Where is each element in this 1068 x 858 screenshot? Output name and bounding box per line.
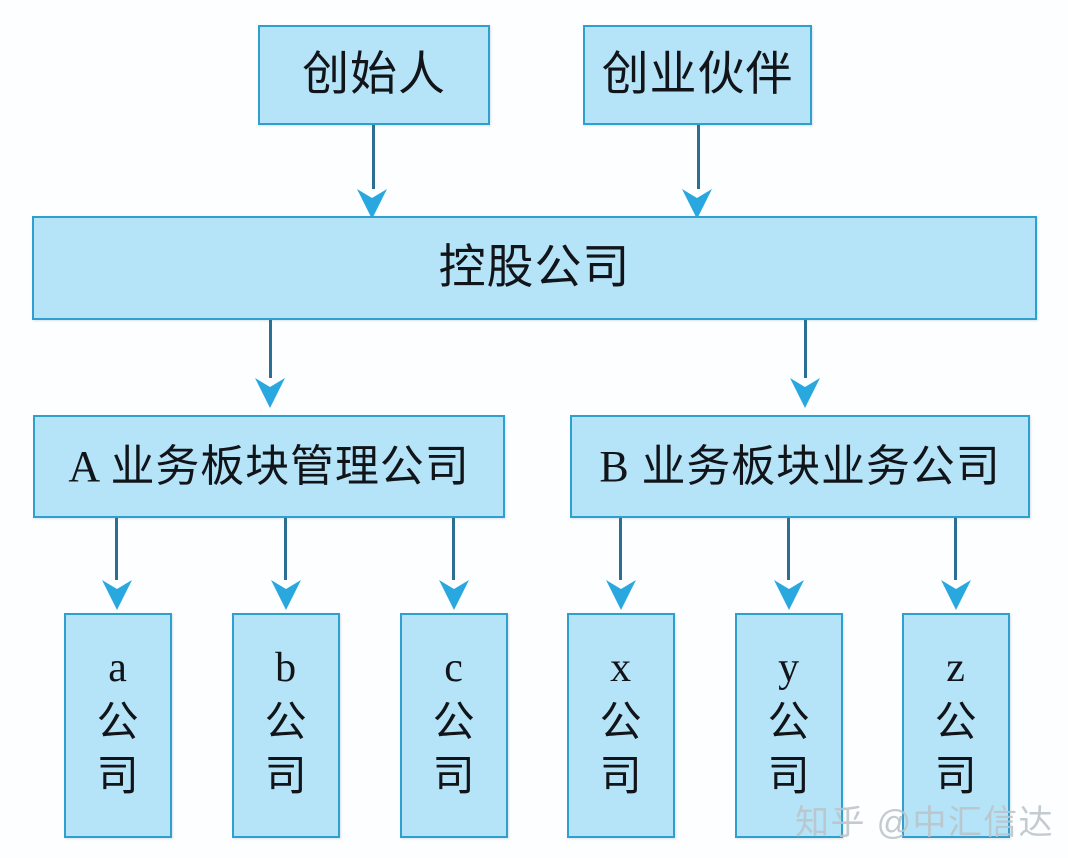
node-segment-a-label: A 业务板块管理公司 <box>68 441 470 491</box>
node-founder-label: 创始人 <box>302 48 446 101</box>
node-company-z[interactable]: z 公 司 <box>902 613 1010 838</box>
edge-segmenta-companyb-line <box>284 518 287 580</box>
node-founder[interactable]: 创始人 <box>258 25 490 125</box>
node-company-x[interactable]: x 公 司 <box>567 613 675 838</box>
edge-holding-segmentb-line <box>804 320 807 378</box>
edge-partner-holding-line <box>697 125 700 189</box>
node-company-b-label: b 公 司 <box>265 641 308 805</box>
edge-segmenta-companyc-line <box>452 518 455 580</box>
node-holding-company-label: 控股公司 <box>438 241 631 294</box>
edge-segmentb-companyx-line <box>619 518 622 580</box>
company-b-line3: 司 <box>264 754 308 801</box>
node-holding-company[interactable]: 控股公司 <box>32 216 1037 320</box>
company-z-line3: 司 <box>934 754 978 801</box>
company-a-line2: 公 <box>96 699 140 746</box>
company-c-line3: 司 <box>432 754 476 801</box>
company-y-line3: 司 <box>767 754 811 801</box>
company-y-line1: y <box>778 645 800 691</box>
node-partner-label: 创业伙伴 <box>601 48 794 101</box>
edge-segmentb-companyz-line <box>954 518 957 580</box>
node-company-y[interactable]: y 公 司 <box>735 613 843 838</box>
node-company-a[interactable]: a 公 司 <box>64 613 172 838</box>
node-segment-b[interactable]: B 业务板块业务公司 <box>570 415 1030 518</box>
node-company-a-label: a 公 司 <box>97 641 140 805</box>
node-company-x-label: x 公 司 <box>600 641 643 805</box>
company-x-line3: 司 <box>599 754 643 801</box>
company-x-line2: 公 <box>599 699 643 746</box>
company-a-line1: a <box>108 645 128 691</box>
company-a-line3: 司 <box>96 754 140 801</box>
company-c-line2: 公 <box>432 699 476 746</box>
company-x-line1: x <box>610 645 632 691</box>
node-company-c[interactable]: c 公 司 <box>400 613 508 838</box>
edge-founder-holding-line <box>372 125 375 189</box>
node-company-z-label: z 公 司 <box>935 641 978 805</box>
node-partner[interactable]: 创业伙伴 <box>583 25 812 125</box>
company-z-line1: z <box>946 645 966 691</box>
node-segment-a[interactable]: A 业务板块管理公司 <box>33 415 505 518</box>
node-company-y-label: y 公 司 <box>768 641 811 805</box>
node-company-b[interactable]: b 公 司 <box>232 613 340 838</box>
node-company-c-label: c 公 司 <box>433 641 476 805</box>
edge-segmenta-companya-line <box>115 518 118 580</box>
company-z-line2: 公 <box>934 699 978 746</box>
company-b-line1: b <box>275 645 297 691</box>
company-b-line2: 公 <box>264 699 308 746</box>
node-segment-b-label: B 业务板块业务公司 <box>599 441 1001 491</box>
company-c-line1: c <box>444 645 464 691</box>
company-y-line2: 公 <box>767 699 811 746</box>
edge-holding-segmenta-line <box>269 320 272 378</box>
edge-segmentb-companyy-line <box>787 518 790 580</box>
